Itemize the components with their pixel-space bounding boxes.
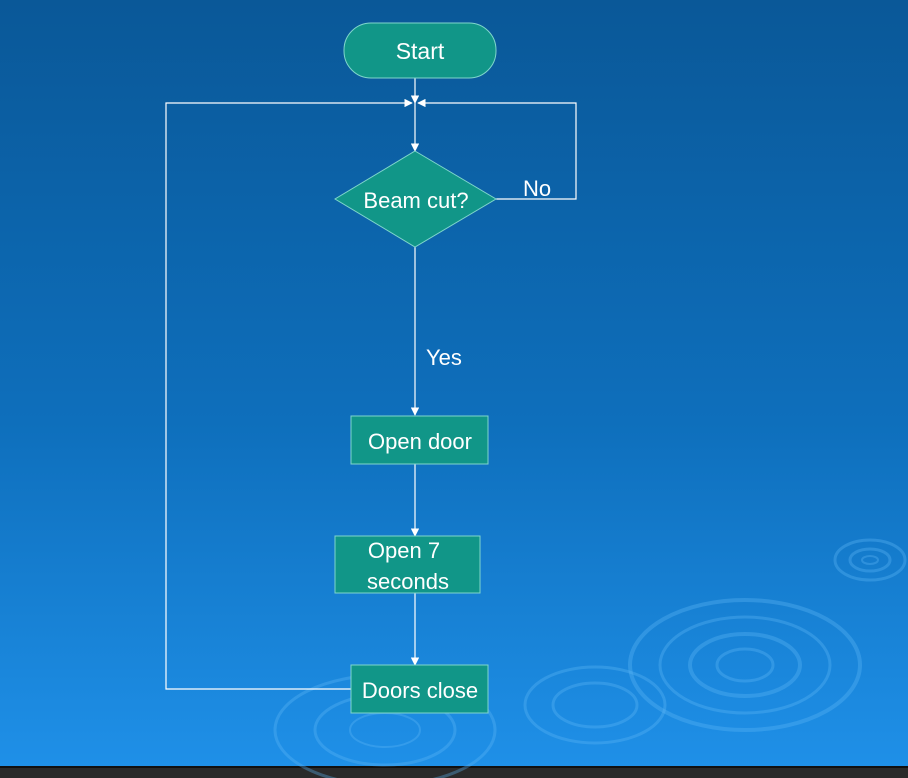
- start-shape: [343, 22, 497, 79]
- open-seconds-shape: [334, 535, 481, 594]
- open-seconds-node: Open 7 seconds: [334, 535, 481, 594]
- doors-close-label: Doors close: [362, 678, 478, 703]
- no-label: No: [523, 176, 551, 201]
- start-label: Start: [396, 38, 445, 64]
- yes-label: Yes: [426, 345, 462, 370]
- open-door-label: Open door: [368, 429, 472, 454]
- open-seconds-label-line1: Open 7: [368, 538, 440, 563]
- decision-shape: [334, 150, 497, 248]
- connector-return-loop: [165, 98, 413, 690]
- connector-no-loop: [417, 98, 577, 200]
- open-door-shape: [350, 415, 489, 465]
- bottom-bar: [0, 768, 908, 778]
- bottom-bar-edge: [0, 766, 908, 768]
- start-node: Start: [343, 22, 497, 79]
- open-seconds-label-line2: seconds: [367, 569, 449, 594]
- decision-node: Beam cut?: [334, 150, 497, 248]
- open-door-node: Open door: [350, 415, 489, 465]
- connectors: [165, 78, 577, 690]
- doors-close-shape: [350, 664, 489, 714]
- doors-close-node: Doors close: [350, 664, 489, 714]
- decision-label: Beam cut?: [363, 188, 468, 213]
